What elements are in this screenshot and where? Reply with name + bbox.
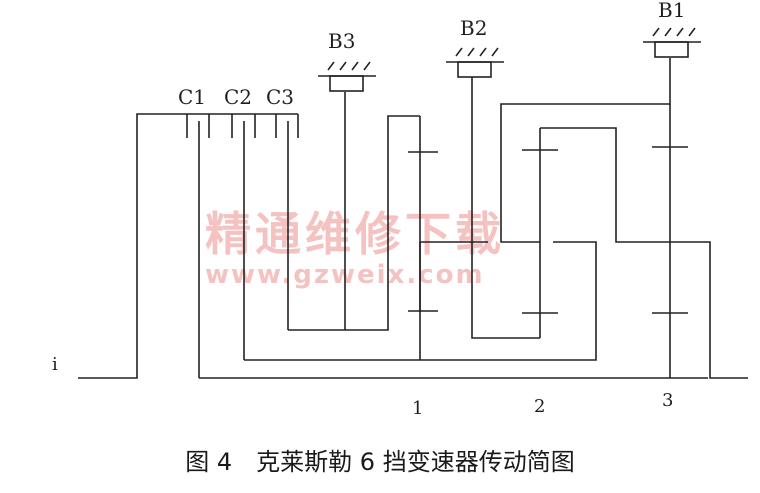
label-b3: B3 — [328, 29, 355, 53]
b1-path — [500, 58, 671, 243]
label-b1: B1 — [658, 0, 685, 22]
label-set-3: 3 — [662, 390, 673, 411]
brake-b3-symbol — [318, 61, 376, 92]
watermark-cn: 精通维修下载 — [205, 207, 505, 261]
planetary-set-2 — [522, 127, 670, 338]
clutch-c1 — [186, 114, 210, 378]
label-input: i — [52, 354, 58, 375]
clutch-c2 — [231, 114, 256, 360]
brake-b1-symbol — [643, 27, 701, 58]
label-c2: C2 — [224, 85, 252, 109]
b2-path — [471, 77, 540, 339]
figure-caption: 图 4 克莱斯勒 6 挡变速器传动简图 — [185, 448, 574, 476]
label-c1: C1 — [178, 85, 206, 109]
watermark-url: www.gzweix.com — [205, 260, 485, 290]
clutch-c3 — [275, 114, 299, 330]
planetary-set-3 — [652, 104, 748, 379]
label-c3: C3 — [266, 85, 294, 109]
planetary-set-1 — [408, 116, 488, 360]
input-shaft — [78, 113, 298, 379]
brake-b2-symbol — [446, 47, 504, 78]
label-set-2: 2 — [534, 396, 545, 417]
c3-b3-path — [288, 92, 420, 331]
label-b2: B2 — [460, 16, 487, 40]
label-set-1: 1 — [412, 398, 423, 419]
